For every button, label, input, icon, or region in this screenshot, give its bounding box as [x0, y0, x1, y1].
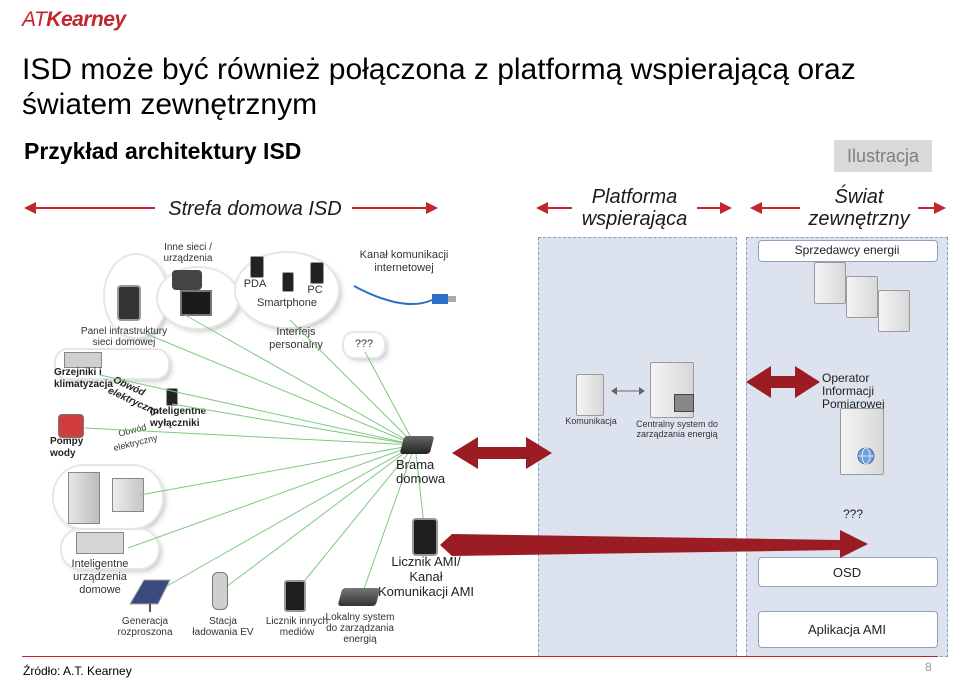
globe-icon: [857, 447, 875, 465]
smart-switches-label: Inteligentne wyłączniki: [150, 406, 207, 429]
pda-panel-icon: [117, 285, 141, 321]
local-energy-label: Lokalny system do zarządzania energią: [325, 612, 395, 645]
page-number: 8: [925, 660, 932, 674]
water-pumps-label: Pompy wody: [50, 436, 84, 459]
source-note: Źródło: A.T. Kearney: [23, 664, 132, 678]
unknown-external-label: ???: [842, 507, 864, 521]
company-logo: ATKearney: [22, 8, 126, 32]
gateway-label: Brama domowa: [396, 457, 446, 486]
ami-app-label: Aplikacja AMI: [807, 622, 887, 637]
ev-station-icon: [212, 572, 228, 610]
bidirectional-arrow: [611, 387, 645, 395]
infra-panel-label: Panel infrastruktury sieci domowej: [80, 326, 168, 348]
operator-server-icon: [840, 408, 884, 475]
pda-label: PDA: [243, 278, 267, 290]
other-networks-label: Inne sieci / urządzenia: [163, 242, 213, 264]
personal-interface-label: Interfejs personalny: [269, 326, 323, 351]
other-meter-icon: [284, 580, 306, 612]
osd-box: [758, 557, 938, 587]
logo-name: Kearney: [46, 8, 126, 31]
pc-label: PC: [307, 284, 323, 296]
solar-panel-icon: [129, 579, 171, 612]
ami-app-box: [758, 611, 938, 648]
fridge-icon: [68, 472, 100, 524]
unknown-home-label: ???: [354, 338, 374, 350]
communication-label: Komunikacja: [565, 416, 617, 426]
zone-arrows: [24, 202, 946, 214]
server-icon: [814, 262, 846, 304]
tv-icon: [180, 290, 212, 316]
local-energy-icon: [337, 588, 381, 606]
osd-label: OSD: [832, 565, 862, 580]
footer-divider: [22, 656, 938, 657]
operator-label: Operator Informacji Pomiarowej: [822, 371, 885, 411]
unknown-cloud: [344, 333, 384, 357]
zone-external-title: Świat zewnętrzny: [808, 186, 910, 230]
smartphone-icon: [282, 272, 294, 292]
slide-subtitle: Przykład architektury ISD: [24, 138, 302, 164]
server-icon: [878, 290, 910, 332]
zone-platform-title: Platforma wspierająca: [581, 186, 688, 230]
central-system-label: Centralny system do zarządzania energią: [635, 419, 719, 439]
heaters-label: Grzejniki i klimatyzacja: [54, 367, 113, 390]
ev-station-label: Stacja ładowania EV: [192, 616, 254, 638]
monitor-icon: [674, 394, 694, 412]
energy-sellers-label: Sprzedawcy energii: [794, 243, 900, 257]
illustration-badge: Ilustracja: [834, 140, 932, 172]
pda-icon: [250, 256, 264, 278]
platform-panel: [538, 237, 737, 657]
energy-sellers-box: [758, 240, 938, 262]
water-pump-icon: [58, 414, 84, 438]
distributed-gen-label: Generacja rozproszona: [117, 616, 173, 638]
other-meter-label: Licznik innych mediów: [265, 616, 329, 638]
zone-home-title: Strefa domowa ISD: [168, 198, 342, 220]
dishwasher-icon: [112, 478, 144, 512]
switch-icon: [166, 388, 178, 406]
ami-meter-label: Licznik AMI/ Kanał Komunikacji AMI: [377, 554, 475, 599]
ac-unit-icon: [76, 532, 124, 554]
pc-icon: [310, 262, 324, 284]
communication-server-icon: [576, 374, 604, 416]
server-icon: [846, 276, 878, 318]
smart-devices-label: Inteligentne urządzenia domowe: [71, 558, 129, 596]
internet-channel-label: Kanał komunikacji internetowej: [359, 249, 449, 274]
gateway-icon: [399, 436, 435, 454]
ethernet-cable-icon: [353, 285, 456, 306]
camera-icon: [172, 270, 202, 290]
smartphone-label: Smartphone: [257, 297, 317, 309]
logo-prefix: AT: [22, 8, 47, 31]
slide-title: ISD może być również połączona z platfor…: [22, 53, 856, 121]
ami-meter-icon: [412, 518, 438, 556]
heater-icon: [64, 352, 102, 368]
